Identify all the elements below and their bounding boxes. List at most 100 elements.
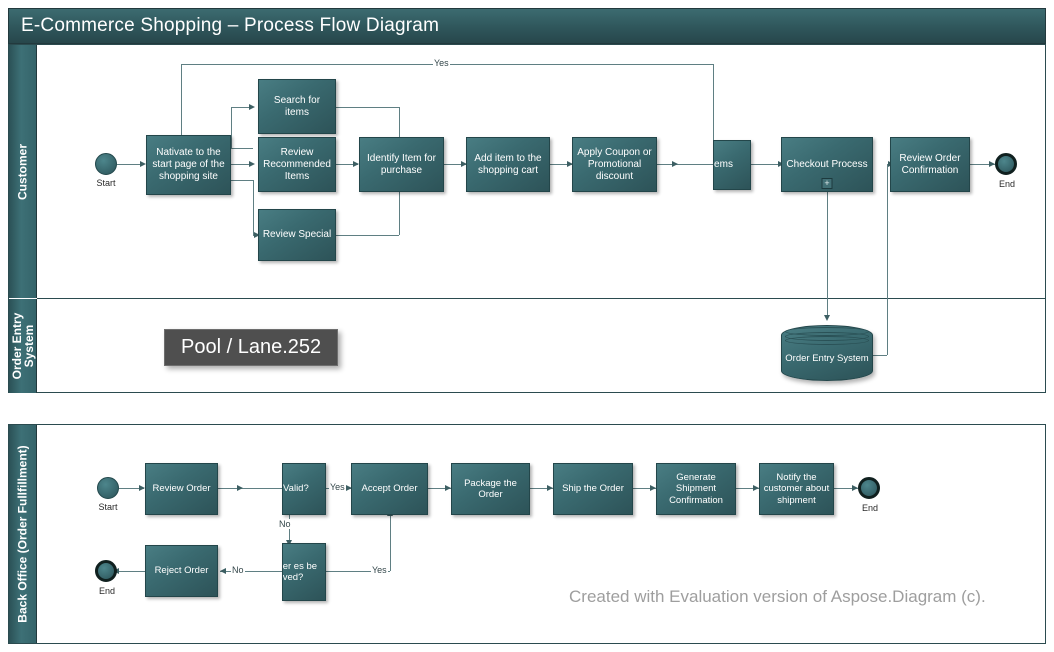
arrowhead bbox=[139, 485, 145, 491]
event-label-end: End bbox=[861, 503, 878, 513]
flow-checkout-to-db bbox=[827, 186, 828, 319]
task-accept-order[interactable]: Accept Order bbox=[351, 463, 428, 515]
gateway-order-valid[interactable]: r Valid? bbox=[282, 463, 326, 515]
flow-notify-to-end bbox=[834, 488, 858, 489]
flow-resolved-yes-b bbox=[390, 516, 391, 571]
lane-label-customer: Customer bbox=[15, 143, 29, 200]
arrowhead bbox=[249, 103, 255, 110]
flow-recommended-to-identify bbox=[336, 164, 358, 165]
task-review-special[interactable]: Review Special bbox=[258, 209, 336, 261]
event-start-customer[interactable] bbox=[95, 153, 117, 175]
flow-navigate-to-special-a bbox=[231, 180, 253, 181]
event-label-end: End bbox=[998, 179, 1015, 189]
task-checkout-process[interactable]: Checkout Process + bbox=[781, 137, 873, 192]
flow-navigate-to-search-b bbox=[231, 107, 232, 149]
flow-label-resolved-yes: Yes bbox=[371, 565, 388, 575]
task-review-recommended-items[interactable]: Review Recommended Items bbox=[258, 137, 336, 192]
cylinder-ring-3 bbox=[785, 336, 869, 345]
flow-identify-to-cart bbox=[444, 164, 466, 165]
arrowhead bbox=[445, 485, 451, 491]
task-apply-coupon[interactable]: Apply Coupon or Promotional discount bbox=[572, 137, 657, 192]
lane-divider bbox=[37, 298, 1045, 299]
arrowhead bbox=[140, 161, 146, 167]
flow-package-to-ship bbox=[530, 488, 553, 489]
flow-special-to-identify-a bbox=[336, 235, 399, 236]
flow-start-to-navigate bbox=[117, 164, 143, 165]
flow-navigate-to-special-b bbox=[253, 180, 254, 235]
flow-generate-to-notify bbox=[736, 488, 759, 489]
flow-navigate-to-search-a bbox=[231, 148, 253, 149]
flow-start-to-review-order bbox=[119, 488, 144, 489]
flow-special-to-identify-b bbox=[399, 182, 400, 235]
flow-loop-yes-a bbox=[713, 64, 714, 164]
lane-label-order-entry-system: Order Entry System bbox=[9, 312, 36, 380]
task-identify-item-for-purchase[interactable]: Identify Item for purchase bbox=[359, 137, 444, 192]
flow-loop-yes-c bbox=[181, 64, 182, 146]
task-add-item-to-cart[interactable]: Add item to the shopping cart bbox=[466, 137, 550, 192]
lane-back-office: Back Office (Order Fullfillment) bbox=[9, 425, 1045, 643]
flow-gateway-to-checkout bbox=[751, 164, 781, 165]
arrowhead bbox=[650, 485, 656, 491]
event-end-back-office[interactable] bbox=[858, 477, 880, 499]
event-end-reject[interactable] bbox=[95, 560, 117, 582]
lane-header-back-office: Back Office (Order Fullfillment) bbox=[9, 425, 37, 643]
arrowhead bbox=[852, 485, 858, 491]
event-label-start: Start bbox=[98, 502, 118, 512]
arrowhead bbox=[823, 315, 830, 321]
datastore-label: Order Entry System bbox=[785, 353, 869, 365]
lane-label-back-office: Back Office (Order Fullfillment) bbox=[15, 445, 29, 623]
flow-label-loop-yes: Yes bbox=[433, 58, 450, 68]
main-pool-body: Customer Order Entry System bbox=[8, 44, 1046, 393]
arrowhead bbox=[346, 485, 352, 491]
gateway-issues-resolved[interactable]: order es be ved? bbox=[282, 543, 326, 601]
lane-header-order-entry-system: Order Entry System bbox=[9, 299, 37, 393]
event-label-start: Start bbox=[96, 178, 116, 188]
task-reject-order[interactable]: Reject Order bbox=[145, 545, 218, 597]
flow-search-to-identify-a bbox=[336, 107, 399, 108]
flow-resolved-yes-a bbox=[326, 571, 390, 572]
arrowhead bbox=[989, 161, 995, 167]
lane-customer: Customer bbox=[9, 45, 1045, 298]
task-review-order[interactable]: Review Order bbox=[145, 463, 218, 515]
arrowhead bbox=[567, 161, 573, 167]
back-office-pool-body: Back Office (Order Fullfillment) Yes No … bbox=[8, 424, 1046, 644]
subprocess-expand-icon[interactable]: + bbox=[821, 178, 833, 189]
arrowhead bbox=[249, 161, 255, 167]
arrowhead bbox=[461, 161, 467, 167]
task-notify-customer[interactable]: Notify the customer about shipment bbox=[759, 463, 834, 515]
task-generate-shipment-confirmation[interactable]: Generate Shipment Confirmation bbox=[656, 463, 736, 515]
event-label-end: End bbox=[98, 586, 115, 596]
task-search-for-items[interactable]: Search for items bbox=[258, 79, 336, 134]
datastore-order-entry-system[interactable]: Order Entry System bbox=[781, 325, 873, 381]
task-navigate-to-start-page[interactable]: Nativate to the start page of the shoppi… bbox=[146, 135, 231, 195]
flow-accept-to-package bbox=[428, 488, 451, 489]
lane-order-entry-system: Order Entry System bbox=[9, 299, 1045, 393]
evaluation-watermark: Created with Evaluation version of Aspos… bbox=[569, 587, 986, 606]
page-title: E-Commerce Shopping – Process Flow Diagr… bbox=[21, 15, 440, 36]
flow-search-to-identify-b bbox=[399, 107, 400, 151]
diagram-title-bar: E-Commerce Shopping – Process Flow Diagr… bbox=[8, 8, 1046, 44]
arrowhead bbox=[237, 485, 243, 491]
flow-label-valid-no: No bbox=[278, 519, 292, 529]
flow-confirmation-to-end bbox=[970, 164, 995, 165]
back-office-pool: Back Office (Order Fullfillment) Yes No … bbox=[8, 424, 1046, 644]
lane-header-customer: Customer bbox=[9, 45, 37, 298]
task-ship-the-order[interactable]: Ship the Order bbox=[553, 463, 633, 515]
flow-label-resolved-no: No bbox=[231, 565, 245, 575]
gateway-more-items[interactable]: items bbox=[713, 140, 751, 190]
flow-reject-to-end bbox=[117, 571, 145, 572]
task-package-the-order[interactable]: Package the Order bbox=[451, 463, 530, 515]
task-review-order-confirmation[interactable]: Review Order Confirmation bbox=[890, 137, 970, 192]
flow-navigate-to-search-c bbox=[231, 107, 253, 108]
arrowhead bbox=[220, 568, 226, 574]
flow-valid-no bbox=[289, 514, 290, 544]
event-end-customer[interactable] bbox=[995, 153, 1017, 175]
main-pool: E-Commerce Shopping – Process Flow Diagr… bbox=[8, 8, 1046, 393]
flow-cart-to-coupon bbox=[550, 164, 572, 165]
flow-db-to-confirmation-b bbox=[887, 164, 888, 355]
flow-navigate-to-recommended bbox=[231, 164, 253, 165]
event-start-back-office[interactable] bbox=[97, 477, 119, 499]
flow-resolved-no bbox=[220, 571, 282, 572]
arrowhead bbox=[672, 161, 678, 167]
flow-coupon-to-gateway bbox=[657, 164, 713, 165]
